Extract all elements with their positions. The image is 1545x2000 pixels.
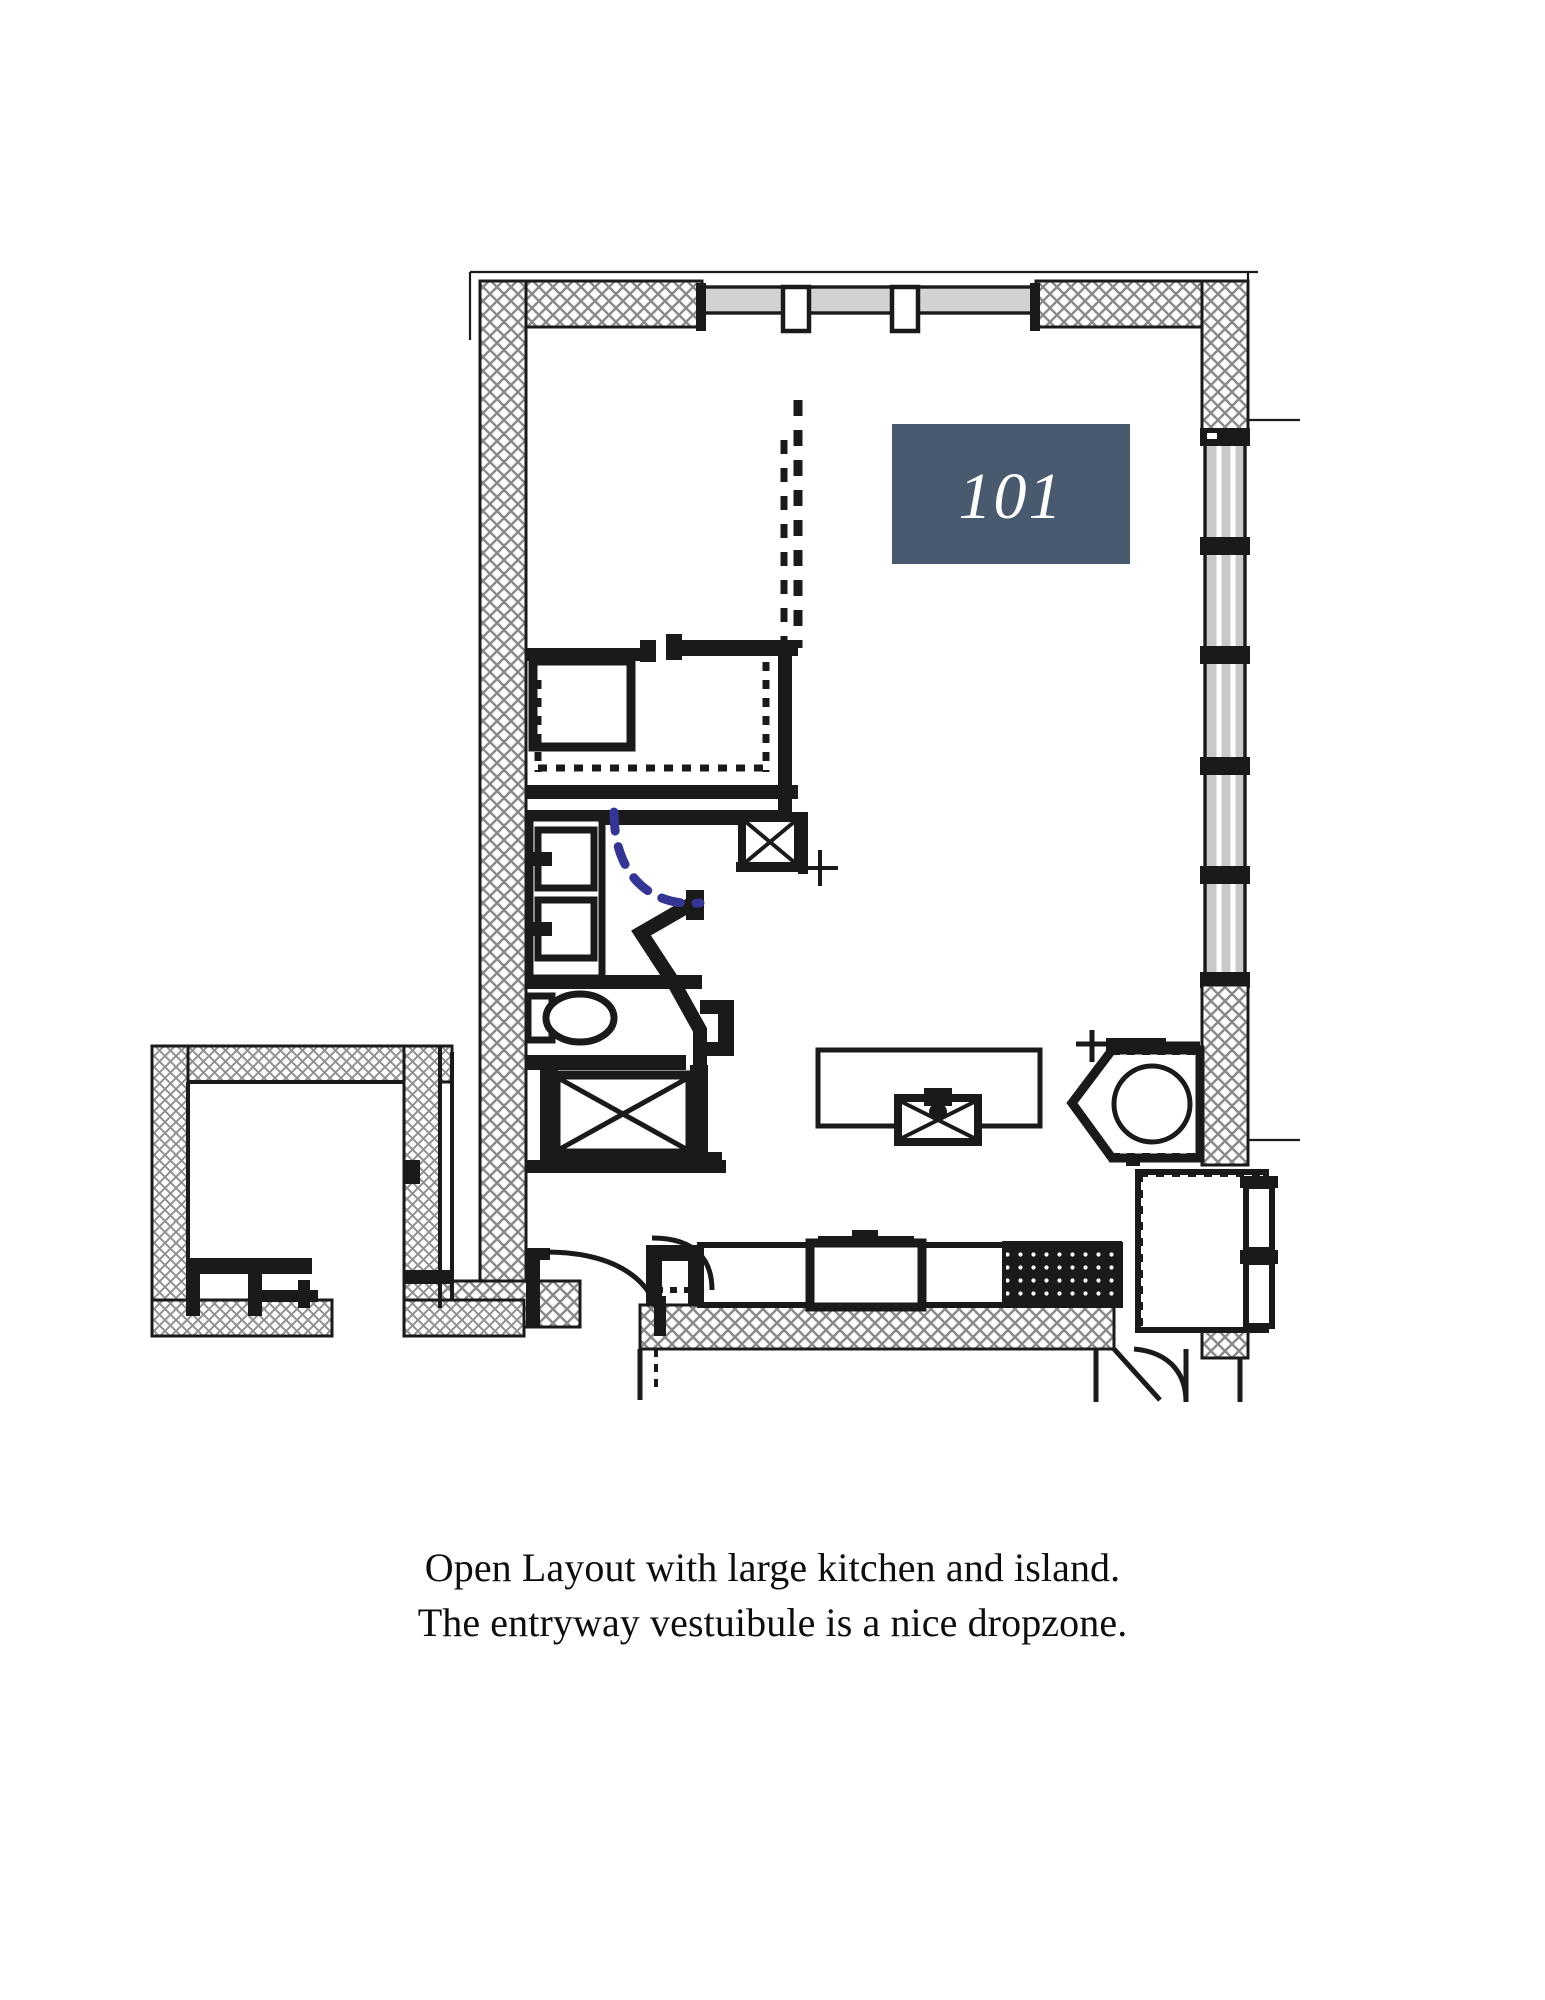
caption-line-1: Open Layout with large kitchen and islan… [424,1545,1121,1590]
unit-badge-rect [892,424,1130,564]
toilet-icon [524,990,618,1046]
unit-number-badge: 101 [892,424,1130,564]
shower-tub-icon [551,1070,695,1158]
floor-plan-drawing: 101 [0,0,1545,1420]
plan-caption: Open Layout with large kitchen and islan… [0,1540,1545,1650]
plan-background [0,0,1545,1420]
pantry-door-swing [646,1235,715,1305]
entry-door-swing [540,1248,666,1336]
kitchen-island [815,1047,1043,1146]
caption-line-2: The entryway vestuibule is a nice dropzo… [417,1600,1128,1646]
adjacent-room-patio [150,1044,526,1338]
patio-bench [186,1258,318,1316]
window-north [696,283,1040,334]
entry-vestibule [1135,1169,1278,1333]
door-swing-blue [609,807,705,908]
grid-ticks [468,270,1300,1142]
exterior-wall-shell [402,270,1300,1360]
floor-plan-container: 101 [0,0,1545,1420]
wall-east-upper [1200,279,1250,435]
laundry-closet-icon [736,812,838,886]
bathroom-fixtures [524,814,695,1158]
wall-west [478,279,528,1328]
window-east [1200,428,1250,988]
soffit-dashed-lines [780,400,803,648]
unit-badge-label: 101 [959,460,1064,533]
kitchen-counter-run [697,1230,1123,1312]
dining-nook [1066,1030,1205,1163]
lower-extensions [637,1346,1243,1403]
